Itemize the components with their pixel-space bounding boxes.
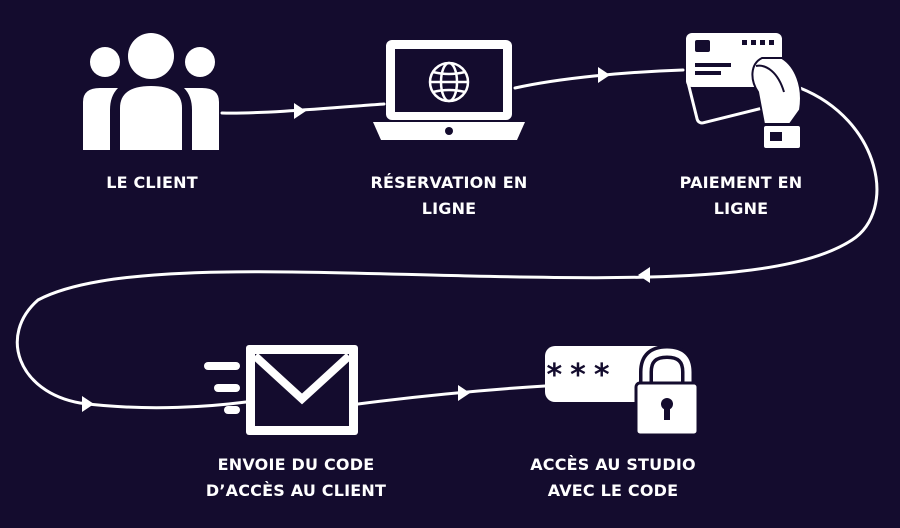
envelope-send-icon — [204, 345, 358, 435]
arrowhead-3 — [638, 267, 650, 283]
laptop-globe-icon — [373, 40, 525, 140]
users-group-icon — [83, 33, 219, 150]
password-lock-icon: *** — [545, 344, 700, 437]
hand-credit-card-icon — [686, 33, 802, 148]
arrowhead-1 — [294, 103, 306, 119]
connector-paiement-envoi — [15, 86, 879, 410]
password-mask: *** — [546, 358, 617, 393]
step-label-acces: ACCÈS AU STUDIO AVEC LE CODE — [530, 455, 696, 500]
step-label-paiement: PAIEMENT EN LIGNE — [679, 173, 803, 218]
arrowhead-4 — [82, 396, 94, 412]
step-label-reservation: RÉSERVATION EN LIGNE — [370, 173, 528, 218]
connector-reservation-paiement — [513, 68, 685, 90]
arrowhead-5 — [458, 385, 470, 401]
arrowhead-2 — [598, 67, 610, 83]
connector-envoi-acces — [356, 384, 547, 406]
step-label-envoi: ENVOIE DU CODE D’ACCÈS AU CLIENT — [205, 455, 387, 500]
step-label-client: LE CLIENT — [106, 173, 198, 192]
